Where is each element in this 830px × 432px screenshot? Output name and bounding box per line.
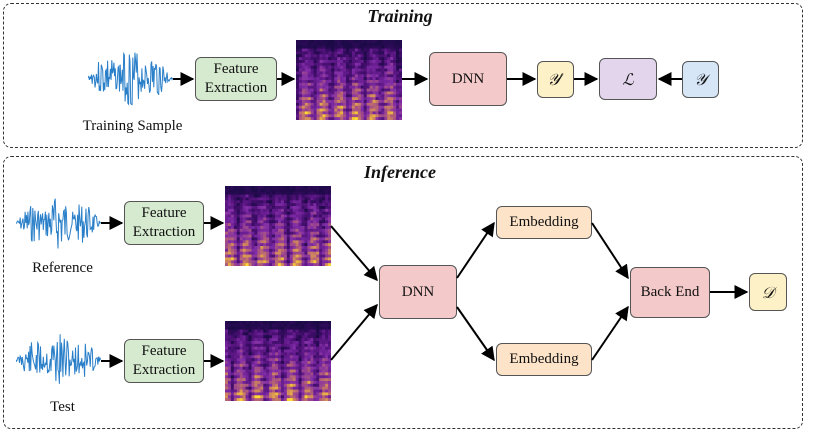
reference-caption: Reference (32, 260, 93, 276)
arrow-emb-top-to-backend (591, 222, 629, 280)
test-feature-extraction-box: Feature Extraction (124, 339, 204, 383)
arrow-emb-bottom-to-backend (591, 305, 629, 361)
arrow-ref-spec-to-dnn (330, 225, 378, 282)
reference-feature-extraction-box: Feature Extraction (124, 201, 204, 245)
training-dnn-box: DNN (429, 52, 507, 106)
embedding-bottom-box: Embedding (496, 343, 592, 376)
training-waveform-icon (88, 51, 173, 106)
training-feature-extraction-box: Feature Extraction (195, 57, 277, 101)
decision-box: 𝒟 (749, 273, 787, 311)
test-spectrogram (225, 321, 331, 401)
test-waveform-icon (16, 334, 101, 384)
loss-box: ℒ (599, 58, 657, 100)
reference-spectrogram (225, 186, 331, 266)
test-caption: Test (50, 399, 75, 415)
inference-title: Inference (364, 162, 436, 182)
arrow-dnn-to-emb-bottom (456, 306, 495, 362)
inference-panel (3, 156, 803, 429)
reference-waveform-icon (16, 198, 101, 249)
arrow-dnn-to-emb-top (456, 221, 495, 279)
arrow-test-spec-to-dnn (330, 303, 378, 361)
training-sample-caption: Training Sample (82, 118, 183, 134)
inference-dnn-box: DNN (379, 265, 457, 319)
back-end-box: Back End (630, 267, 710, 318)
predicted-output-box: 𝒴′ (537, 61, 574, 98)
embedding-top-box: Embedding (496, 206, 592, 239)
target-box: 𝒴 (682, 61, 719, 98)
training-title: Training (367, 6, 433, 26)
training-panel (3, 3, 803, 148)
training-spectrogram (296, 40, 402, 120)
